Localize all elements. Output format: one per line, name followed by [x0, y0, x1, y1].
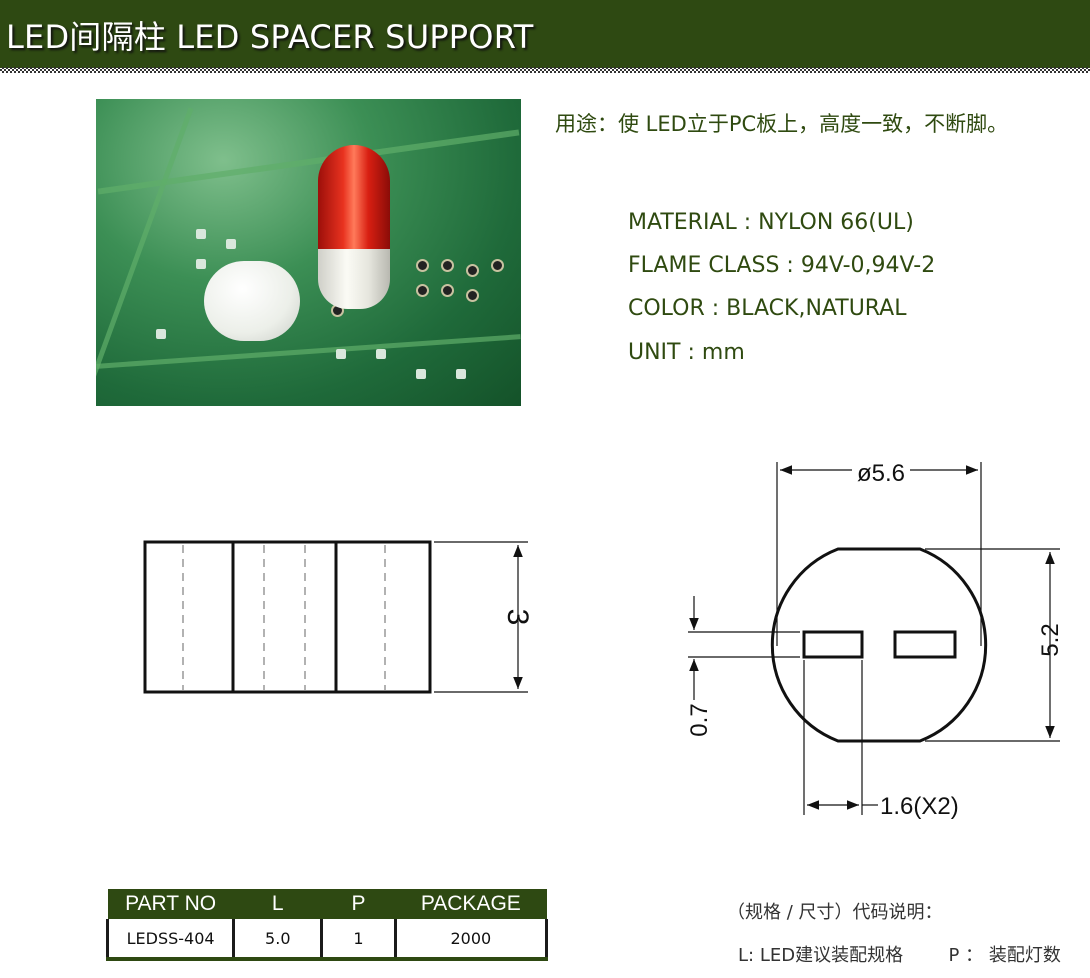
side-height-dim: 3: [501, 609, 534, 626]
spec-unit: UNIT : mm: [628, 340, 745, 365]
slot-width-dim: 0.7: [686, 703, 713, 736]
page-title: LED间隔柱 LED SPACER SUPPORT: [6, 18, 534, 56]
legend-line: L: LED建议装配规格 P ： 装配灯数: [738, 941, 1061, 967]
col-package: PACKAGE: [395, 889, 547, 919]
col-part-no: PART NO: [107, 889, 234, 919]
side-view: [143, 540, 528, 694]
red-led: [318, 145, 390, 255]
col-p: P: [321, 889, 396, 919]
spec-material: MATERIAL : NYLON 66(UL): [628, 210, 914, 235]
cell-package: 2000: [393, 919, 549, 961]
legend-p: P ： 装配灯数: [948, 945, 1061, 966]
part-table: PART NO L P PACKAGE LEDSS-404 5.0 1 2000: [105, 889, 549, 961]
top-view: [688, 462, 1060, 815]
legend-l: L: LED建议装配规格: [738, 945, 904, 966]
product-photo: [96, 99, 521, 406]
cell-part-no: LEDSS-404: [105, 919, 236, 961]
spacer-part: [204, 261, 300, 341]
table-header-row: PART NO L P PACKAGE: [107, 889, 547, 919]
table-row: LEDSS-404 5.0 1 2000: [105, 919, 549, 961]
col-l: L: [233, 889, 322, 919]
spec-color: COLOR : BLACK,NATURAL: [628, 296, 907, 321]
header-divider: [0, 67, 1090, 73]
usage-text: 用途：使 LED立于PC板上，高度一致，不断脚。: [555, 112, 1009, 136]
cell-l: 5.0: [232, 919, 324, 961]
diameter-dim: ø5.6: [857, 460, 905, 487]
spec-flame-class: FLAME CLASS : 94V-0,94V-2: [628, 253, 936, 278]
flat-height-dim: 5.2: [1037, 623, 1064, 656]
led-spacer: [318, 249, 390, 309]
cell-p: 1: [320, 919, 397, 961]
page-header: LED间隔柱 LED SPACER SUPPORT: [0, 0, 1090, 68]
legend-title: （规格 / 尺寸）代码说明：: [727, 902, 943, 923]
slot-length-dim: 1.6(X2): [880, 793, 959, 820]
